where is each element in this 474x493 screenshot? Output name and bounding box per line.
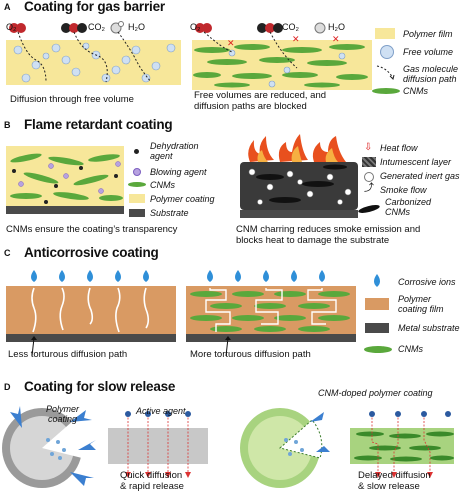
cnm-doped-label: CNM-doped polymer coating [318,388,433,398]
free-volume-icon [380,45,394,59]
panel-d-label: D [4,382,11,392]
legend-dehydration-2: agent [150,151,173,161]
molecule-o2: O₂ [6,22,17,32]
release-caption-right-1: Delayed diffusion [358,470,431,481]
cnm-swatch-c [364,346,392,353]
panel-b-label: B [4,120,11,130]
polymer-coating-swatch [129,194,145,203]
legend-blowing: Blowing agent [150,167,207,177]
flame-coating-plain [6,146,124,214]
cnm-swatch-b [128,182,146,187]
panel-d-title: Coating for slow release [24,379,176,394]
panel-c: C Anticorrosive coating Less torturous d… [0,245,474,374]
panel-c-title: Anticorrosive coating [24,245,159,260]
capsule-cnm [240,408,330,488]
slab-cnm [350,411,454,478]
legend-gas-path-2: diffusion path [403,74,457,84]
substrate-swatch [129,209,145,217]
carbonized-cnm-swatch [357,203,381,215]
corrosion-caption-right: More torturous diffusion path [190,349,311,360]
panel-c-label: C [4,248,11,258]
legend-heat-flow: Heat flow [380,143,418,153]
flame-coating-charred [240,134,358,218]
metal-substrate-swatch [365,323,389,333]
legend-substrate: Substrate [150,208,189,218]
legend-film-2: coating film [398,304,444,314]
legend-cnms-a: CNMs [403,86,428,96]
smoke-flow-icon: ⤴ [364,183,374,194]
panel-d: D Coating for slow release Polymer coati… [0,374,474,493]
capsule-plain [2,406,96,488]
molecule-co2-right: CO₂ [282,22,299,32]
gas-caption-right-1: Free volumes are reduced, and [194,90,327,101]
panel-a-title: Coating for gas barrier [24,0,165,14]
legend-free-volume: Free volume [403,47,454,57]
legend-carbonized-2: CNMs [385,207,410,217]
svg-text:✕: ✕ [332,34,340,44]
flame-caption-left: CNMs ensure the coating’s transparency [6,224,178,235]
legend-polymer: Polymer coating [150,194,215,204]
release-caption-right-2: & slow release [358,481,420,492]
svg-text:✕: ✕ [227,38,235,48]
intumescent-swatch [362,157,376,167]
flame-caption-right-2: blocks heat to damage the substrate [236,235,390,246]
molecule-h2o: H₂O [128,22,145,32]
panel-a-label: A [4,2,11,12]
gas-caption-right-2: diffusion paths are blocked [194,101,307,112]
molecule-co2: CO₂ [88,22,105,32]
legend-carbonized-1: Carbonized [385,197,432,207]
gas-molecules-row [9,21,124,34]
legend-dehydration-1: Dehydration [150,141,199,151]
corrosion-film-swatch [365,298,389,310]
polymer-coating-label-2: coating [48,414,78,424]
panel-b-title: Flame retardant coating [24,117,173,132]
corrosion-film-plain [6,270,176,357]
legend-smoke: Smoke flow [380,185,427,195]
flame-caption-right-1: CNM charring reduces smoke emission and [236,224,421,235]
gas-caption-left: Diffusion through free volume [10,94,134,105]
legend-ions: Corrosive ions [398,277,456,287]
cnm-swatch [372,88,400,94]
gas-barrier-film-cnm: ✕ ✕ ✕ [192,22,372,90]
heat-flow-icon: ⇩ [364,142,373,153]
release-caption-left-1: Quick diffusion [120,470,183,481]
dehydration-agent-icon [134,149,139,154]
legend-cnms-b: CNMs [150,180,175,190]
legend-gas-path-1: Gas molecule [403,64,459,74]
molecule-o2-right: O₂ [190,22,201,32]
gas-molecules-row-right [195,22,326,34]
corrosive-ion-icon [374,274,380,287]
corrosion-film-cnm [186,270,356,357]
polymer-coating-label-1: Polymer [46,404,80,414]
active-agent-label: Active agent [136,406,186,416]
gas-barrier-film-plain [6,21,181,85]
svg-text:✕: ✕ [292,34,300,44]
diffusion-path-icon [376,65,395,80]
blowing-agent-icon [133,168,141,176]
legend-polymer-film: Polymer film [403,29,453,39]
legend-metal-substrate: Metal substrate [398,323,460,333]
legend-film-1: Polymer [398,294,432,304]
panel-a: A Coating for gas barrier O₂ CO₂ H₂O Dif… [0,0,474,118]
corrosion-caption-left: Less torturous diffusion path [8,349,128,360]
legend-cnms-c: CNMs [398,344,423,354]
panel-b: B Flame retardant coating Dehydration ag… [0,117,474,246]
legend-inert-gas: Generated inert gas [380,171,460,181]
molecule-h2o-right: H₂O [328,22,345,32]
polymer-film-swatch [375,28,395,39]
release-caption-left-2: & rapid release [120,481,184,492]
slab-plain [108,411,208,478]
legend-intumescent: Intumescent layer [380,157,452,167]
inert-gas-icon [364,172,374,182]
